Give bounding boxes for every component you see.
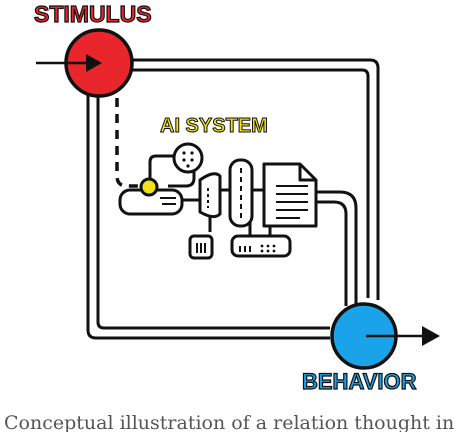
trapezoid-module <box>198 172 222 219</box>
module-details <box>160 168 308 253</box>
feedback-loop-frame <box>86 58 380 340</box>
behavior-label: BEHAVIOR <box>302 369 417 394</box>
loop-inner-left-line <box>96 92 330 330</box>
figure-caption: Conceptual illustration of a relation th… <box>4 412 458 432</box>
behavior-node <box>330 302 440 370</box>
connector-dot <box>139 177 159 197</box>
ai-system-label: AI SYSTEM <box>160 115 268 137</box>
vertical-pill-module <box>228 158 254 228</box>
arrow-right-icon <box>422 326 440 346</box>
document-fold <box>298 164 316 182</box>
diagram-canvas: STIMULUS AI SYSTEM BEHAVIOR <box>33 0 440 395</box>
stimulus-label: STIMULUS <box>34 1 152 27</box>
round-module <box>172 142 204 174</box>
loop-outer-line <box>110 58 380 300</box>
loop-outer-left-line <box>86 90 330 340</box>
arrow-right-icon <box>86 54 102 72</box>
module-dots <box>182 151 276 253</box>
system-output-line <box>316 190 358 306</box>
stimulus-dashed-line <box>115 98 146 188</box>
loop-inner-line <box>118 68 370 298</box>
stimulus-node <box>36 28 134 98</box>
